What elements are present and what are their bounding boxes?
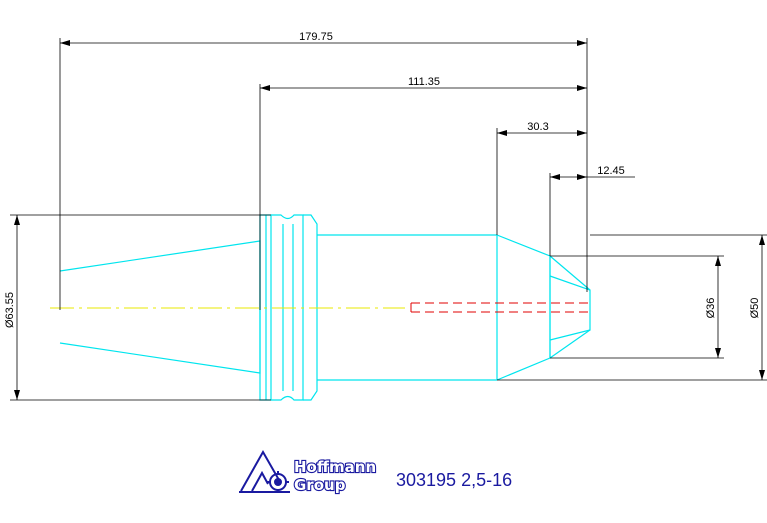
dim-flange-diameter: Ø63.55 <box>4 292 16 328</box>
dim-nose-length: 30.3 <box>527 121 548 133</box>
hidden-bore <box>411 302 590 313</box>
dim-overall-length: 179.75 <box>299 31 333 43</box>
dimension-lines <box>10 38 767 401</box>
dim-bore-depth: 12.45 <box>597 165 625 177</box>
logo-emblem-icon <box>239 449 290 493</box>
dim-nose-diameter: Ø50 <box>749 298 761 319</box>
logo-line1: Hoffmann <box>294 458 376 476</box>
dim-bore-diameter: Ø36 <box>705 298 717 319</box>
nose-taper <box>496 234 551 381</box>
front-face <box>549 275 591 341</box>
logo-line2: Group <box>294 476 346 494</box>
taper-shank <box>59 240 261 374</box>
dim-length-from-flange: 111.35 <box>408 76 440 88</box>
tool-outline <box>59 214 591 401</box>
part-number: 303195 2,5-16 <box>396 470 512 490</box>
hoffmann-group-logo: Hoffmann Group <box>239 449 377 495</box>
arrowheads <box>14 40 765 400</box>
